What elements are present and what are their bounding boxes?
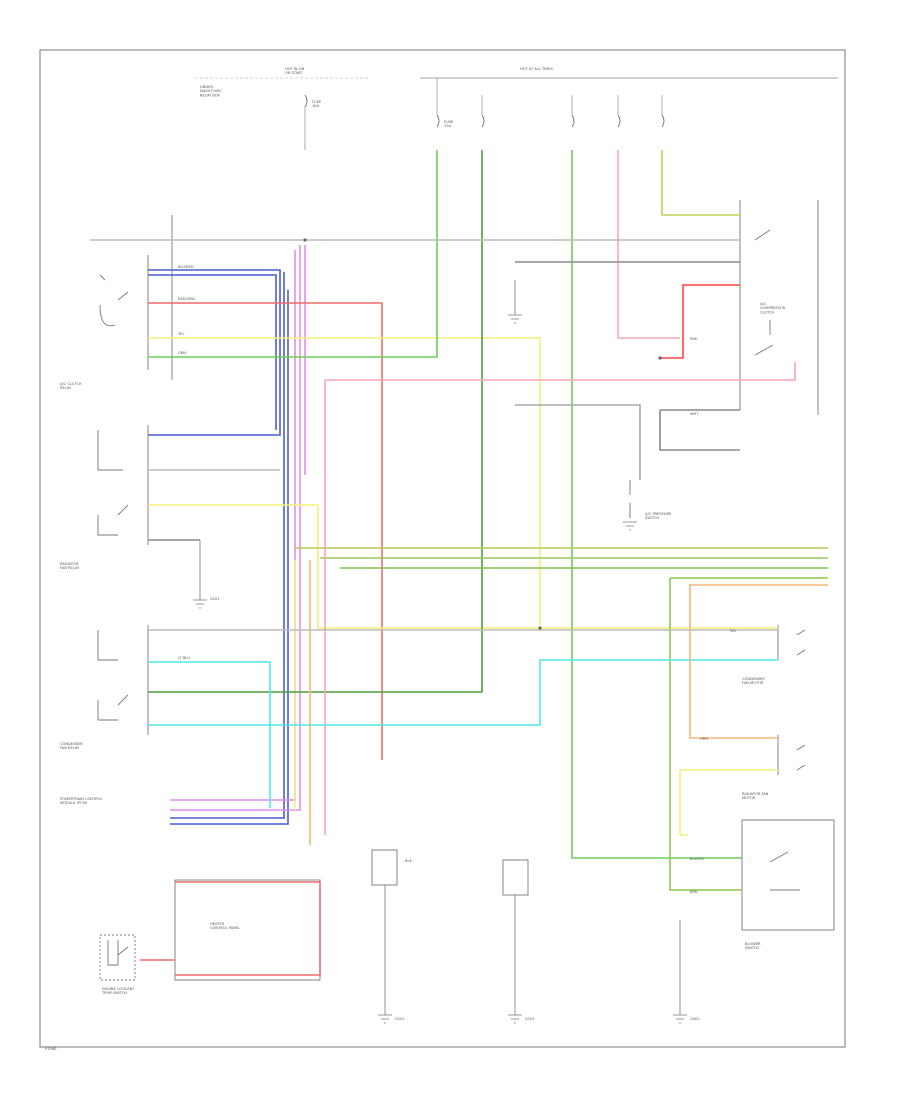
ground-symbol — [508, 280, 522, 324]
wire-blu — [170, 272, 285, 819]
svg-text:G101: G101 — [525, 1017, 535, 1021]
wire-cyan — [148, 659, 778, 726]
svg-text:G401: G401 — [690, 1017, 700, 1021]
wire-pink — [325, 362, 796, 381]
wire-red — [660, 284, 740, 359]
sensor-module-2 — [502, 859, 529, 1015]
wire-grn — [148, 150, 483, 693]
wire-yel — [148, 504, 778, 629]
wire-label: RED/GRN — [178, 297, 195, 301]
wire-label: BRN — [690, 890, 698, 894]
wire-label: ORG — [700, 737, 708, 741]
svg-text:G101: G101 — [395, 1017, 405, 1021]
splice-dot — [658, 356, 662, 360]
wire-blk — [659, 409, 740, 451]
wire-label: PNK — [690, 337, 698, 341]
splice-dot — [538, 626, 542, 630]
wire-orange — [689, 584, 828, 739]
svg-text:BLK: BLK — [405, 859, 412, 863]
ground-symbol — [623, 521, 637, 531]
wire-olive — [661, 150, 740, 216]
wire-label: WHT — [690, 412, 699, 416]
wire-red — [175, 881, 321, 976]
fuse-symbol — [481, 114, 485, 128]
wire-label: BLU/RED — [178, 265, 194, 269]
ground-symbol: G201 — [193, 540, 220, 609]
wire-blu — [148, 274, 277, 430]
ground-symbol: G401 — [673, 920, 700, 1024]
fuse-symbol — [571, 114, 575, 128]
wire-red — [148, 302, 383, 760]
wire-label: YEL — [730, 629, 736, 633]
hot-all-label: HOT AT ALL TIMES — [520, 67, 554, 71]
splice-dot — [303, 238, 307, 242]
underdash-box-label: UNDER-DASH FUSE/RELAY BOX — [200, 85, 223, 97]
ground-symbol: G101 — [378, 1014, 405, 1024]
ground-symbol: G101 — [508, 1014, 535, 1024]
wire-yel — [148, 337, 541, 625]
svg-text:G201: G201 — [210, 597, 220, 601]
diagram-frame — [39, 49, 846, 1048]
wire-label: BLK/YEL — [690, 857, 705, 861]
fuse-symbol — [617, 114, 621, 128]
wire-yel — [679, 769, 778, 836]
wire-grn — [571, 150, 742, 859]
wire-blu — [148, 269, 281, 436]
wire-pink — [617, 150, 680, 339]
fuse-symbol — [661, 114, 665, 128]
wire-grn — [148, 150, 438, 358]
sensor-module-1: BLK — [371, 849, 412, 1015]
wire-olive — [669, 577, 828, 891]
footer-code: 91940 — [45, 1047, 57, 1051]
wire-blk — [515, 404, 641, 480]
wire-magenta — [170, 245, 301, 811]
wire-label: LT BLU — [178, 656, 190, 660]
wire-blu — [170, 290, 289, 825]
wire-label: YEL — [178, 332, 184, 336]
wire-cyan — [148, 661, 271, 808]
wire-label: GRN — [178, 351, 186, 355]
